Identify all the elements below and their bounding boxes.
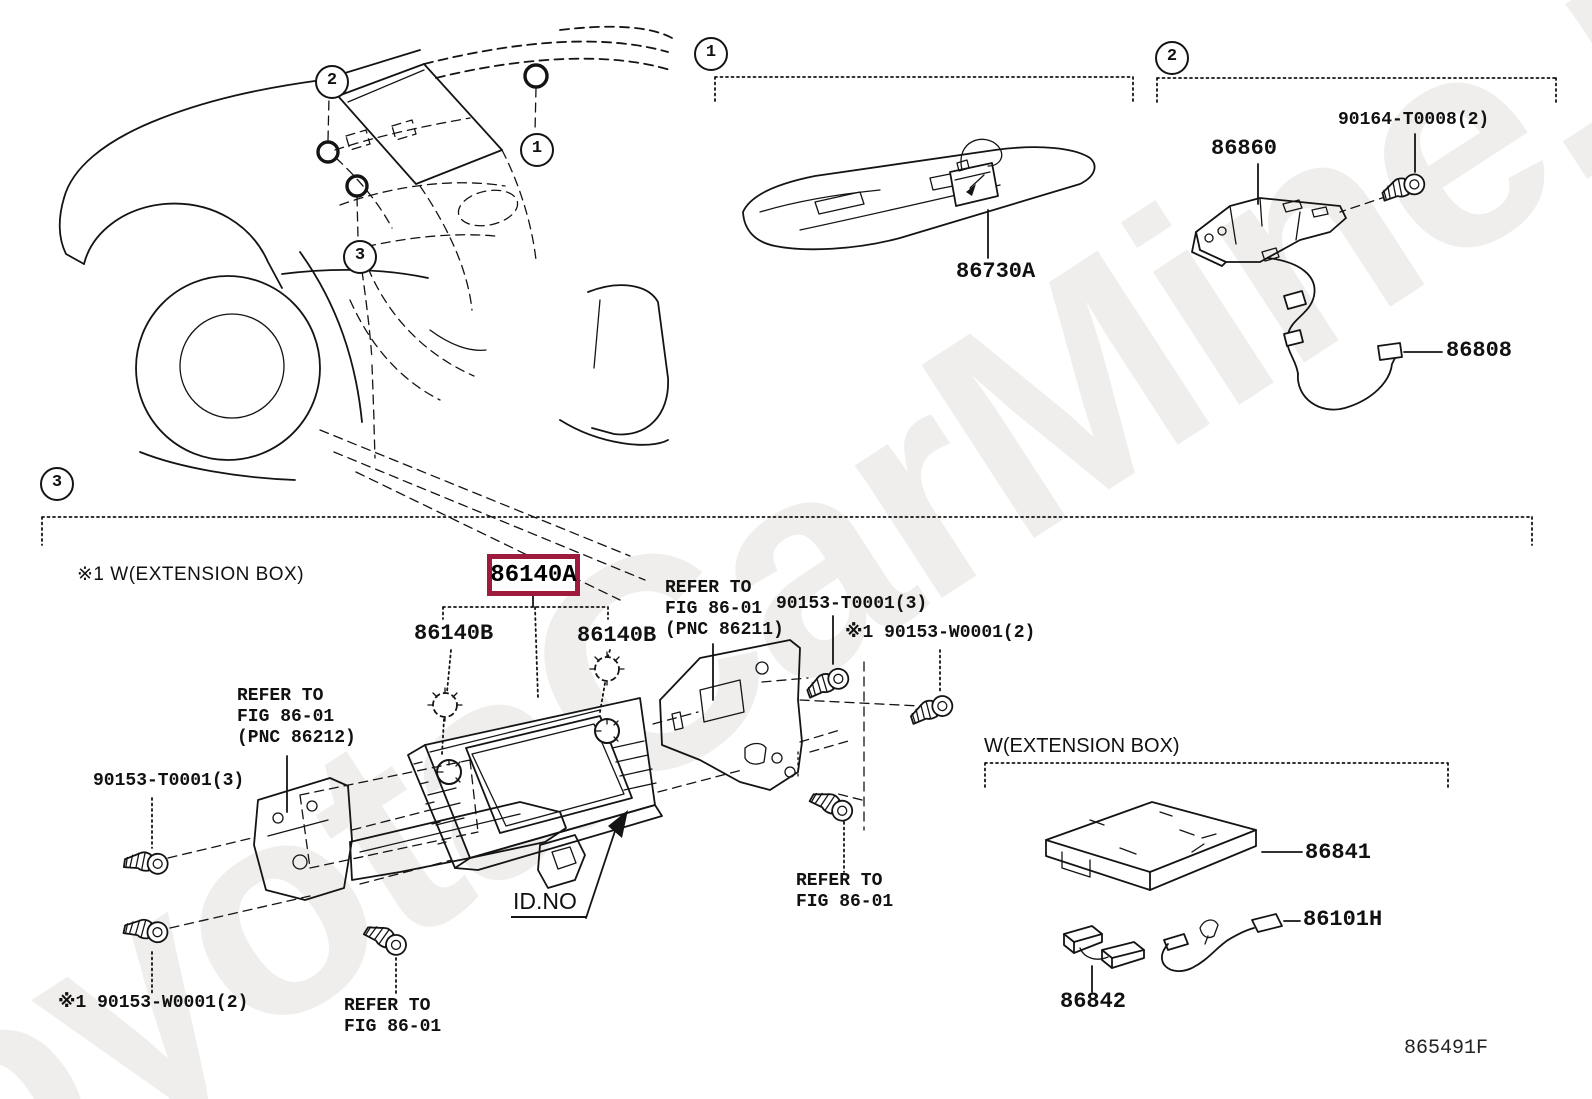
refer-bottom-line1: REFER TO [344, 996, 431, 1016]
refer-bottom-line2: FIG 86-01 [344, 1017, 442, 1037]
section-3-marker: 3 [40, 467, 74, 501]
refer-86212-line2: FIG 86-01 [237, 707, 335, 727]
car-callout-leads [316, 63, 549, 459]
part-number-86140a: 86140A [490, 561, 577, 589]
clamp-86842-drawing [1063, 925, 1145, 993]
screw-90153w-bottom [122, 914, 171, 945]
bracket-86211-drawing [652, 639, 921, 831]
note-refer-86211: REFER TO FIG 86-01 (PNC 86211) [665, 578, 784, 641]
note-refer-right: REFER TO FIG 86-01 [796, 871, 893, 913]
clip-86140b-right [589, 651, 625, 686]
part-label-86808[interactable]: 86808 [1446, 338, 1513, 363]
screw-90164 [1378, 171, 1428, 204]
section-1-marker: 1 [694, 37, 728, 71]
bracket-86212-drawing [167, 755, 586, 929]
part-label-86140b-right[interactable]: 86140B [577, 623, 657, 648]
refer-86212-line3: (PNC 86212) [237, 728, 356, 748]
part-86860-drawing [1191, 133, 1416, 267]
screw-refer-right [807, 784, 857, 826]
part-label-86841[interactable]: 86841 [1305, 840, 1372, 865]
car-callout-2: 2 [315, 65, 349, 99]
part-label-86842[interactable]: 86842 [1060, 989, 1127, 1014]
radio-knob-right [594, 718, 620, 744]
part-label-86101h[interactable]: 86101H [1303, 907, 1383, 932]
car-sketch [58, 25, 673, 601]
id-no-label: ID.NO [511, 888, 587, 918]
refer-86211-line3: (PNC 86211) [665, 620, 784, 640]
note-extension-box-right: W(EXTENSION BOX) [984, 735, 1180, 757]
note-refer-86212: REFER TO FIG 86-01 (PNC 86212) [237, 686, 356, 749]
part-86730a-drawing [742, 138, 1096, 259]
leader-lines [151, 615, 941, 997]
car-callout-3: 3 [343, 240, 377, 274]
part-label-90153t-left[interactable]: 90153-T0001(3) [93, 771, 245, 791]
section-brackets [41, 76, 1557, 788]
refer-86211-line1: REFER TO [665, 578, 752, 598]
cord-86808-drawing [1261, 247, 1443, 411]
refer-86212-line1: REFER TO [237, 686, 324, 706]
note-refer-bottom: REFER TO FIG 86-01 [344, 996, 441, 1038]
refer-right-line2: FIG 86-01 [796, 892, 894, 912]
part-label-90153w-top[interactable]: ※1 90153-W0001(2) [845, 623, 1036, 643]
note-extension-box-left: ※1 W(EXTENSION BOX) [77, 564, 305, 585]
part-label-86140a-highlighted[interactable]: 86140A [487, 554, 580, 596]
part-label-90153w-bottom[interactable]: ※1 90153-W0001(2) [58, 993, 249, 1013]
refer-86211-line2: FIG 86-01 [665, 599, 763, 619]
radio-knob-left [436, 759, 462, 785]
car-callout-1: 1 [520, 133, 554, 167]
screw-90153t-top [802, 665, 853, 701]
clip-86140b-left [427, 687, 463, 722]
diagram-code: 865491F [1404, 1037, 1489, 1060]
screw-90153t-left [122, 848, 170, 877]
refer-right-line1: REFER TO [796, 871, 883, 891]
cord-86101h-drawing [1161, 913, 1301, 972]
screw-refer-bottom [361, 918, 411, 960]
part-label-90164[interactable]: 90164-T0008(2) [1338, 110, 1490, 130]
screw-90153w-top [906, 692, 956, 727]
part-label-86860[interactable]: 86860 [1211, 136, 1278, 161]
section-2-marker: 2 [1155, 41, 1189, 75]
part-label-86730a[interactable]: 86730A [956, 259, 1036, 284]
part-label-86140b-left[interactable]: 86140B [414, 621, 494, 646]
extension-box-86841-drawing [1045, 801, 1303, 891]
part-label-90153t-top[interactable]: 90153-T0001(3) [776, 594, 928, 614]
